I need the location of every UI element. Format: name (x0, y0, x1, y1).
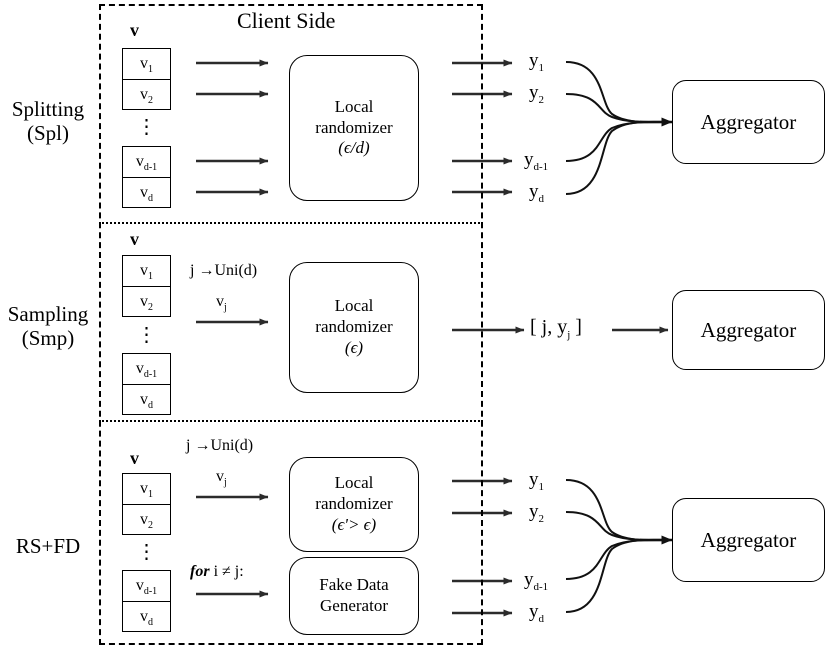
output-pair-sampling: [ j, yj ] (530, 316, 582, 341)
output-yd-rsfd: yd (529, 601, 544, 625)
aggregator-sampling: Aggregator (672, 290, 825, 370)
row-label-sampling-line1: Sampling (7, 302, 89, 326)
row-divider-2 (99, 420, 483, 422)
vector-cell: vd (123, 601, 170, 631)
client-side-boundary (99, 4, 483, 645)
arrow-caption-vj-rsfd: vj (216, 468, 227, 489)
vector-cell: vd-1 (135, 360, 158, 381)
vector-ellipsis-rsfd: ⋮ (136, 541, 157, 563)
vector-cells-top-rsfd: v1 v2 (122, 473, 171, 535)
row-label-rsfd-line1: RS+FD (15, 534, 81, 558)
vector-cell: v1 (140, 262, 153, 283)
randomizer-epsilon: (ϵ) (344, 337, 364, 357)
arrow-caption-uniform-sampling: j →Uni(d) (190, 262, 258, 279)
row-label-splitting: Splitting (Spl) (0, 97, 96, 145)
output-yd1-splitting: yd-1 (524, 149, 549, 173)
randomizer-line1: Local (334, 473, 374, 493)
vector-cell: vd-1 (135, 153, 158, 174)
row-label-splitting-line2: (Spl) (27, 120, 69, 145)
fake-line2: Generator (320, 596, 388, 615)
row-label-splitting-line1: Splitting (11, 97, 85, 121)
vector-cell: v2 (123, 504, 170, 534)
randomizer-line2: randomizer (315, 117, 393, 137)
vector-cell: vd (123, 384, 170, 414)
output-y1-rsfd: y1 (529, 469, 544, 493)
randomizer-line2: randomizer (315, 317, 393, 337)
output-yd-splitting: yd (529, 181, 544, 205)
client-side-title: Client Side (237, 8, 336, 33)
randomizer-epsilon: (ϵ/d) (338, 138, 370, 158)
output-y1-splitting: y1 (529, 50, 544, 74)
row-label-rsfd: RS+FD (0, 534, 96, 559)
vector-cell: v1 (140, 55, 153, 76)
output-yd1-rsfd: yd-1 (524, 569, 549, 593)
output-y2-rsfd: y2 (529, 501, 544, 525)
vector-symbol-splitting: v (130, 20, 139, 40)
arrow-caption-for-rsfd: for i ≠ j: (190, 563, 244, 580)
vector-cells-bottom-splitting: vd-1 vd (122, 146, 171, 208)
vector-cells-top-sampling: v1 v2 (122, 255, 171, 317)
vector-symbol-sampling: v (130, 229, 139, 249)
arrow-caption-uniform-rsfd: j →Uni(d) (186, 437, 254, 454)
randomizer-line1: Local (334, 296, 374, 316)
vector-cells-bottom-rsfd: vd-1 vd (122, 570, 171, 632)
randomizer-line1: Local (334, 96, 374, 116)
local-randomizer-rsfd: Local randomizer (ϵ'> ϵ) (289, 457, 419, 552)
vector-ellipsis-sampling: ⋮ (136, 324, 157, 346)
aggregator-splitting: Aggregator (672, 80, 825, 164)
vector-cell: v2 (123, 286, 170, 316)
fake-line1: Fake Data (319, 575, 389, 595)
randomizer-line2: randomizer (315, 494, 393, 514)
vector-cells-top-splitting: v1 v2 (122, 48, 171, 110)
output-y2-splitting: y2 (529, 82, 544, 106)
row-label-sampling-line2: (Smp) (21, 325, 75, 350)
vector-cell: v1 (140, 480, 153, 501)
vector-ellipsis-splitting: ⋮ (136, 116, 157, 138)
local-randomizer-sampling: Local randomizer (ϵ) (289, 262, 419, 393)
aggregator-rsfd: Aggregator (672, 498, 825, 582)
row-label-sampling: Sampling (Smp) (0, 302, 96, 350)
vector-symbol-rsfd: v (130, 448, 139, 468)
fake-data-generator-rsfd: Fake Data Generator (289, 557, 419, 635)
vector-cell: vd (123, 177, 170, 207)
vector-cell: vd-1 (135, 577, 158, 598)
randomizer-epsilon: (ϵ'> ϵ) (331, 514, 377, 534)
local-randomizer-splitting: Local randomizer (ϵ/d) (289, 55, 419, 201)
vector-cells-bottom-sampling: vd-1 vd (122, 353, 171, 415)
arrow-caption-vj-sampling: vj (216, 293, 227, 314)
row-divider-1 (99, 222, 483, 224)
vector-cell: v2 (123, 79, 170, 109)
